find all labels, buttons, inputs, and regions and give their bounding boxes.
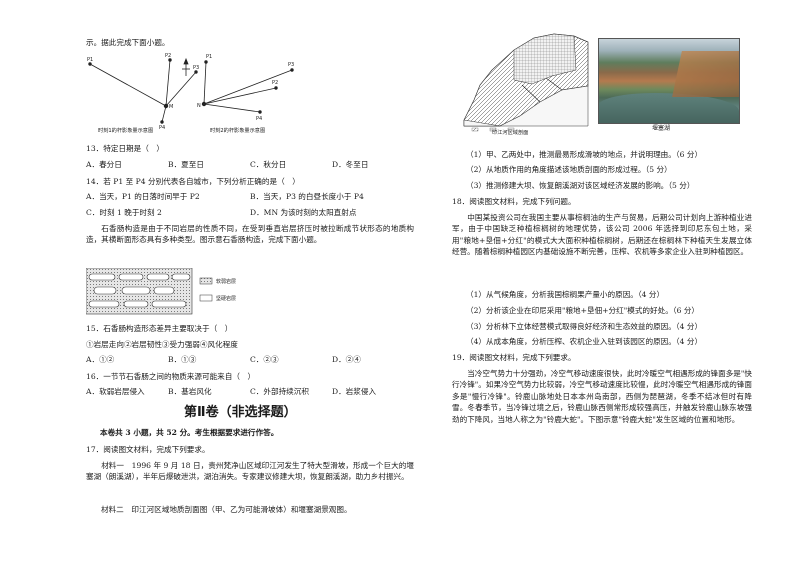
q13-option-d: D．冬至日 [332,160,369,169]
q15-option-a: A．①② [86,355,115,364]
q15-choices: ①岩层走向②岩层韧性③受力强弱④风化程度 [86,340,238,349]
photo-caption: 堰塞湖 [652,125,671,132]
label-b-1: N [197,103,201,109]
q17-item-3: （3）推测修建大坝、恢复朗溪湖对该区域经济发展的影响。（5 分） [466,181,695,190]
q18-item-2: （2）分析该企业在印尼采用"粮地+垦佃+分红"模式的好处。（6 分） [466,306,700,315]
boudinage-figure: 软弱岩层 坚硬岩层 [86,268,236,315]
geologic-section-figure [463,33,589,132]
q14-option-b: B．当天，P3 的白昼长度小于 P4 [250,192,364,201]
q18-item-4: （4）从成本角度，分析压榨、农机企业入驻到该园区的原因。（4 分） [466,337,703,346]
q14-stem: 14．若 P1 至 P4 分别代表各自城市，下列分析正确的是（ ） [86,177,300,186]
q16-option-a: A．软弱岩层侵入 [86,387,145,396]
fig1-caption-b: 时刻2的杆影象量示意图 [210,128,266,134]
q19-stem: 19．阅读图文材料，完成下列要求。 [452,353,576,362]
label-a-1: P2 [165,53,171,59]
label-a-4: P4 [159,125,165,131]
q18-item-1: （1）从气候角度，分析我国棕榈果产量小的原因。（4 分） [466,290,665,299]
intro-tail: 示。据此完成下面小题。 [86,38,170,47]
q14-option-c: C．时刻 1 晚于时刻 2 [86,208,162,217]
q15-stem: 15．石香肠构造形态差异主要取决于（ ） [86,324,233,333]
section-figure-caption: 印江河区域剖面 [492,130,529,136]
legend-hard: 坚硬岩层 [216,295,236,302]
q14-option-d: D．MN 为该时刻的太阳直射点 [250,208,357,217]
section-title: 第Ⅱ卷（非选择题） [184,405,297,420]
diagram-time2 [201,60,294,114]
section-note: 本卷共 3 小题，共 52 分。考生根据要求进行作答。 [100,428,279,437]
fig1-caption-a: 时刻1的杆影象量示意图 [98,128,154,134]
q16-option-b: B．基岩风化 [168,387,212,396]
q13-option-a: A．春分日 [86,160,122,169]
q13-option-c: C．秋分日 [250,160,287,169]
q13-stem: 13．特定日期是（ ） [86,144,165,153]
label-b-4: P4 [256,116,262,122]
q15-option-b: B．①③ [168,355,197,364]
q18-stem: 18．阅读图文材料，完成下列问题。 [452,197,576,206]
label-b-3: P2 [272,80,278,86]
shadow-vector-figure: P1 P2 P3 M P4 P1 N P3 P2 P4 [87,53,294,131]
q17-material-2: 材料二 印江河区域地质剖面图（甲、乙为可能滑坡体）和堰塞湖景观图。 [101,505,352,514]
q15-option-d: D．②④ [332,355,361,364]
q17-item-1: （1）甲、乙两处中，推测最易形成滑坡的地点，并说明理由。（6 分） [466,150,703,159]
q16-stem: 16．一节节石香肠之间的物质来源可能来自（ ） [86,372,256,381]
q18-paragraph: 中国某投资公司在我国主要从事棕榈油的生产与贸易，后期公司计划向上游种植业进军，由… [452,213,752,257]
q16-option-c: C．外部持续沉积 [250,387,309,396]
q17-stem: 17．阅读图文材料，完成下列要求。 [86,445,210,454]
rock-paragraph: 石香肠构造是由于不同岩层的性质不同，在受到垂直岩层挤压时被拉断成节状形态的地质构… [86,224,414,245]
legend-soft: 软弱岩层 [216,278,236,285]
barrier-lake-photo [598,38,740,124]
q14-option-a: A．当天，P1 的日落时间早于 P2 [86,192,200,201]
diagram-time1 [88,57,198,124]
q18-item-3: （3）分析林下立体经营模式取得良好经济和生态效益的原因。（4 分） [466,322,703,331]
q17-material-1: 材料一 1996 年 9 月 18 日，贵州梵净山区域印江河发生了特大型滑坡，形… [86,461,414,482]
label-a-3: M [169,104,173,110]
q17-item-2: （2）从地质作用的角度描述该地质剖面的形成过程。（5 分） [466,165,672,174]
lake-water [599,93,739,123]
label-b-2: P3 [288,62,294,68]
label-b-0: P1 [206,54,212,60]
label-a-2: P3 [193,65,199,71]
label-a-0: P1 [87,57,93,63]
q15-option-c: C．②③ [250,355,279,364]
landslide-scar [672,51,739,97]
q13-option-b: B．夏至日 [168,160,204,169]
q16-option-d: D．岩浆侵入 [332,387,377,396]
q19-paragraph: 当冷空气势力十分强劲，冷空气移动速度很快，此时冷暖空气相遇形成的锋面多是"快行冷… [452,369,752,424]
